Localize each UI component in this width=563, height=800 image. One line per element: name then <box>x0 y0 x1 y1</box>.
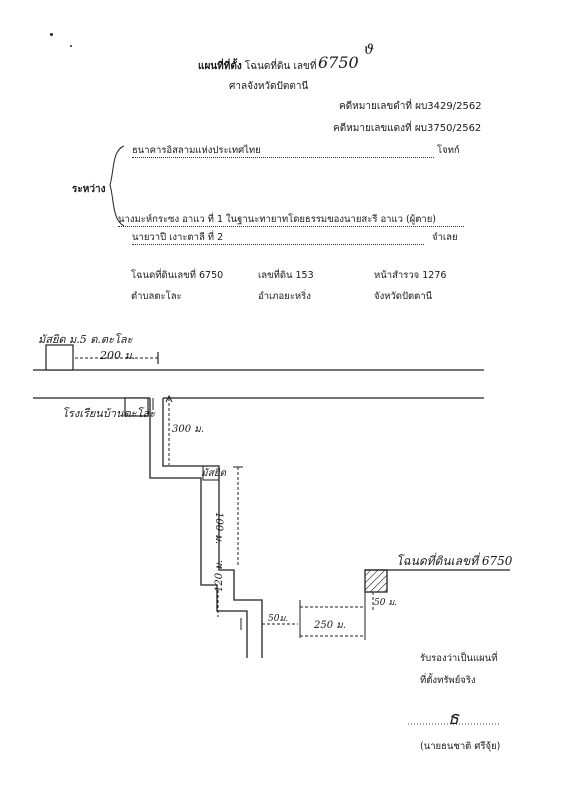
small-mosque-box <box>202 465 220 481</box>
defendant-dotted-line-1 <box>118 226 464 227</box>
defendant-dotted-line-2 <box>132 244 424 245</box>
plaintiff-dotted-line <box>132 157 434 158</box>
dist-120-label: 120 ม. <box>214 559 225 592</box>
stray-mark <box>70 45 72 47</box>
dist-300-label: 300 ม. <box>172 424 205 435</box>
deed-label: โฉนดที่ดินเลขที่ 6750 <box>396 554 513 568</box>
mosque-label: มัสยิด ม.5 ต.ตะโละ <box>38 333 133 346</box>
title-number: 6750 <box>318 53 359 72</box>
between-label: ระหว่าง <box>72 184 106 195</box>
signer-name: (นายธนชาติ ศรีจุ้ย) <box>420 741 501 752</box>
dist-50-label: 50ม. <box>268 614 289 624</box>
handwritten-tick: ϑ <box>364 42 375 58</box>
small-mosque-label: มัสยิด <box>201 468 227 479</box>
title-main: โฉนดที่ดิน เลขที่ <box>244 61 317 72</box>
defendant-line-1: นางมะห์กระซง อาแว ที่ 1 ในฐานะทายาทโดยธร… <box>118 214 437 225</box>
subdistrict: ตำบลตะโละ <box>131 291 182 302</box>
signature: ธ <box>448 708 459 729</box>
mosque-box <box>45 344 74 371</box>
side-road-right <box>162 398 263 658</box>
defendant-line-2: นายวาปี เงาะตาลี ที่ 2 <box>132 232 224 243</box>
plaintiff-role: โจทก์ <box>437 145 460 156</box>
province: จังหวัดปัตตานี <box>374 291 433 302</box>
district: อำเภอยะหริ่ง <box>258 291 311 302</box>
land-number: เลขที่ดิน 153 <box>258 270 314 281</box>
dist-100-label: 100 ม. <box>213 512 224 545</box>
red-case-number: คดีหมายเลขแดงที่ ผบ3750/2562 <box>333 123 482 134</box>
black-case-number: คดีหมายเลขดำที่ ผบ3429/2562 <box>339 101 482 112</box>
dist-50-parcel-label: 50 ม. <box>374 598 398 608</box>
deed-number: โฉนดที่ดินเลขที่ 6750 <box>131 270 224 281</box>
survey-page: หน้าสำรวจ 1276 <box>374 270 447 281</box>
deed-parcel <box>364 569 388 593</box>
stray-mark <box>50 33 53 36</box>
dist-250-label: 250 ม. <box>314 620 347 631</box>
side-road-left <box>149 398 248 658</box>
certify-line-2: ที่ตั้งทรัพย์จริง <box>420 675 476 686</box>
defendant-role: จำเลย <box>432 232 458 243</box>
school-label: โรงเรียนบ้านตะโละ <box>62 407 156 420</box>
document-title: แผนที่ที่ตั้ง โฉนดที่ดิน เลขที่ <box>198 59 316 74</box>
certify-line-1: รับรองว่าเป็นแผนที่ <box>420 653 498 664</box>
school-box <box>124 397 149 417</box>
plaintiff-name: ธนาคารอิสลามแห่งประเทศไทย <box>132 145 261 156</box>
title-prefix: แผนที่ที่ตั้ง <box>198 61 242 72</box>
dist-200-label: 200 ม. <box>100 349 136 362</box>
court-name: ศาลจังหวัดปัตตานี <box>229 81 309 92</box>
